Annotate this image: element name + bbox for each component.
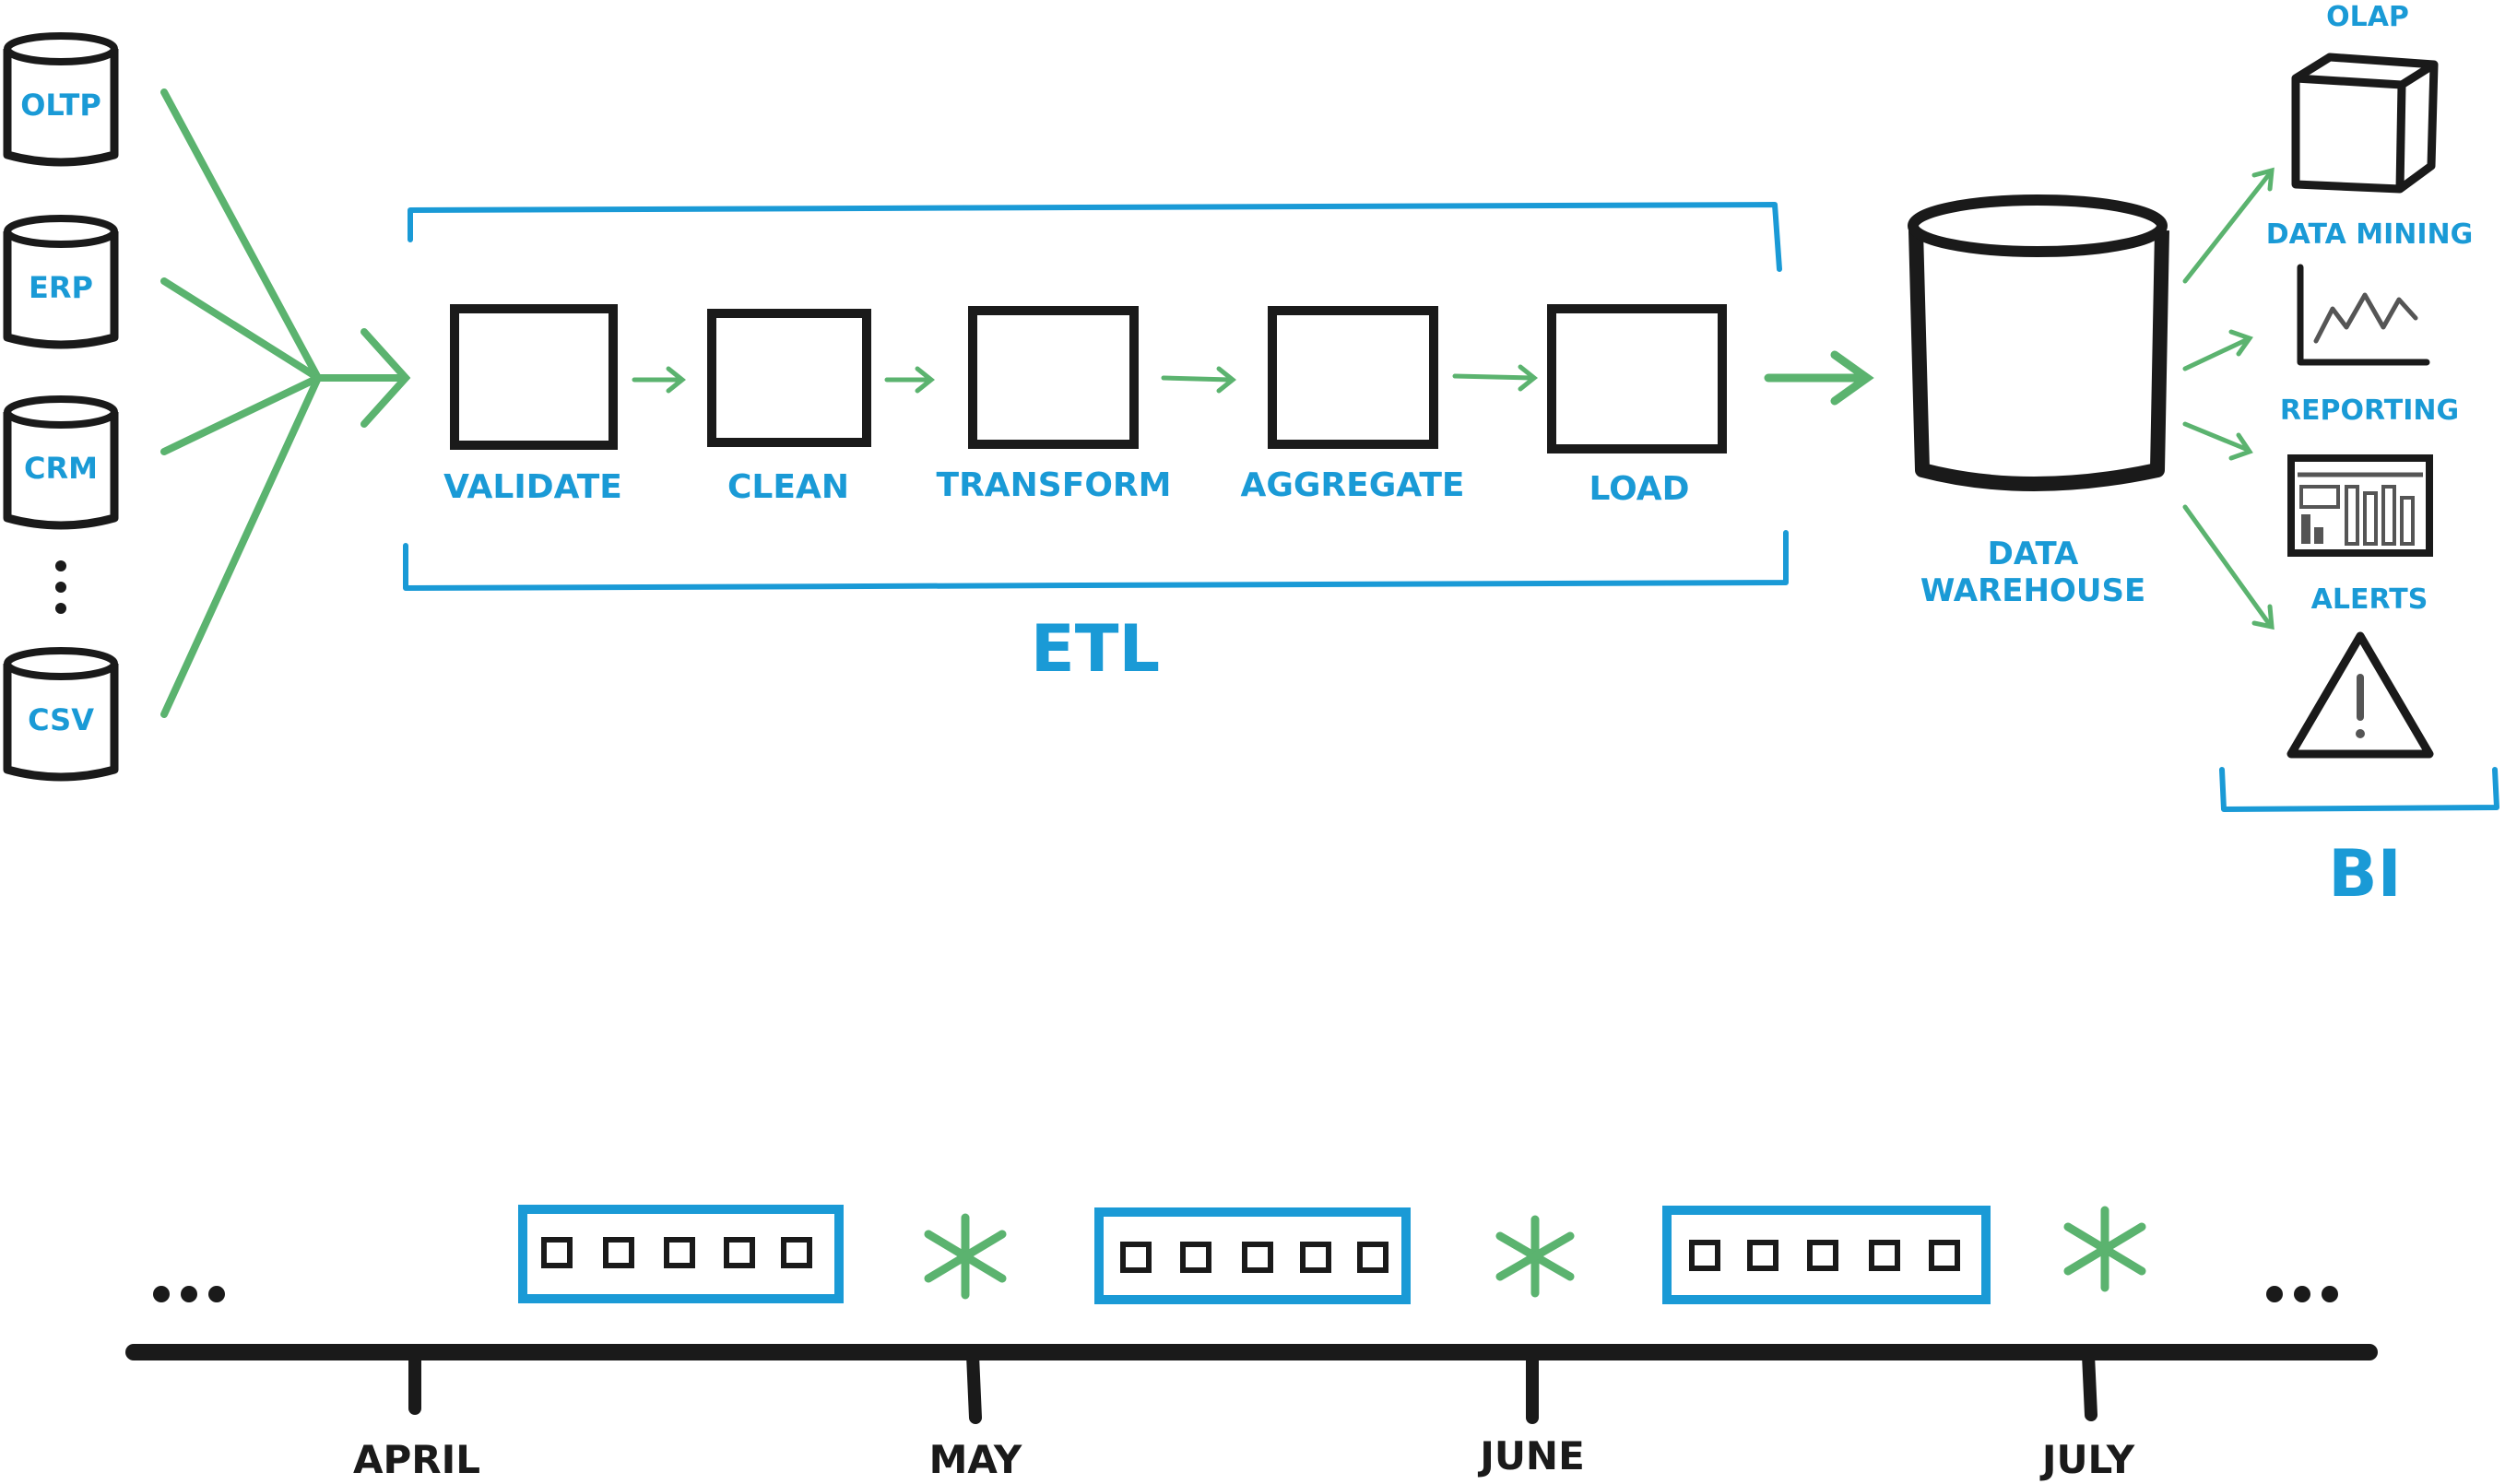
bi-item-olap: OLAP (2291, 1, 2439, 194)
step-box (1547, 304, 1727, 453)
batch-job-icon (1094, 1207, 1411, 1304)
month-label-april: APRIL (353, 1437, 480, 1482)
etl-step-aggregate: AGGREGATE (1240, 306, 1465, 504)
step-box (968, 306, 1139, 449)
month-label-june: JUNE (1477, 1433, 1585, 1478)
etl-top-bracket (408, 202, 1782, 272)
etl-group: VALIDATE CLEAN TRANSFORM AGGREGATE LOAD … (403, 202, 1789, 687)
source-label: ERP (29, 270, 93, 305)
bi-item-label: OLAP (2326, 1, 2409, 33)
source-databases: OLTP ERP CRM CSV (3, 32, 119, 782)
source-label: CSV (28, 702, 94, 737)
bi-item-alerts: ALERTS (2286, 583, 2434, 759)
dashboard-report-icon (2287, 454, 2433, 557)
warehouse-label-line1: DATA (1988, 536, 2079, 572)
bi-group: OLAP DATA MINING REPORTING (2219, 1, 2499, 912)
database-cylinder-icon (3, 395, 119, 530)
bi-item-label: DATA MINING (2266, 218, 2474, 251)
sources-to-etl-arrows (160, 88, 411, 718)
etl-bottom-bracket (403, 530, 1789, 591)
warehouse-to-bi-arrows (2182, 167, 2275, 630)
month-label-july: JULY (2039, 1437, 2135, 1482)
source-label: CRM (24, 451, 98, 486)
step-box (450, 304, 618, 450)
batch-job-icon (518, 1205, 844, 1303)
step-label: CLEAN (727, 468, 849, 506)
step-label: AGGREGATE (1240, 466, 1464, 504)
data-warehouse: DATA WAREHOUSE (1908, 194, 2169, 609)
timeline-ticks (408, 1349, 2097, 1424)
bi-item-reporting: REPORTING (2280, 395, 2459, 557)
warehouse-label-line2: WAREHOUSE (1920, 572, 2145, 609)
line-chart-icon (2297, 264, 2430, 366)
timeline: APRIL MAY JUNE JULY (125, 1205, 2378, 1482)
batch-job-icon (1662, 1206, 1991, 1304)
etl-step-transform: TRANSFORM (937, 306, 1172, 504)
source-erp: ERP (3, 215, 119, 349)
month-label-may: MAY (929, 1437, 1022, 1482)
etl-to-warehouse-arrow (1764, 350, 1874, 406)
source-oltp: OLTP (3, 32, 119, 167)
horizontal-ellipsis-icon (2266, 1286, 2338, 1302)
etl-step-arrows (632, 364, 1539, 394)
bi-item-data-mining: DATA MINING (2266, 218, 2474, 366)
step-label: VALIDATE (443, 468, 622, 506)
horizontal-ellipsis-icon (153, 1286, 225, 1302)
etl-step-load: LOAD (1547, 304, 1727, 508)
step-box (707, 309, 871, 447)
bi-title: BI (2328, 836, 2401, 912)
etl-step-clean: CLEAN (707, 309, 871, 506)
asterisk-icon (1495, 1215, 1575, 1298)
bi-item-label: ALERTS (2311, 583, 2428, 616)
database-cylinder-icon (3, 215, 119, 349)
database-cylinder-icon (3, 647, 119, 782)
bi-bracket (2219, 767, 2499, 812)
etl-step-validate: VALIDATE (443, 304, 622, 506)
database-cylinder-icon (3, 32, 119, 167)
asterisk-icon (924, 1213, 1007, 1300)
cube-icon (2291, 53, 2439, 194)
etl-title: ETL (1031, 611, 1160, 687)
source-label: OLTP (20, 88, 101, 123)
step-label: LOAD (1589, 470, 1689, 508)
step-label: TRANSFORM (937, 466, 1172, 504)
vertical-ellipsis-icon (55, 560, 66, 614)
bi-item-label: REPORTING (2280, 395, 2459, 427)
step-box (1268, 306, 1438, 449)
database-cylinder-icon (1908, 194, 2169, 491)
source-csv: CSV (3, 647, 119, 782)
asterisk-icon (2063, 1206, 2146, 1292)
source-crm: CRM (3, 395, 119, 530)
warning-triangle-icon (2286, 631, 2434, 759)
